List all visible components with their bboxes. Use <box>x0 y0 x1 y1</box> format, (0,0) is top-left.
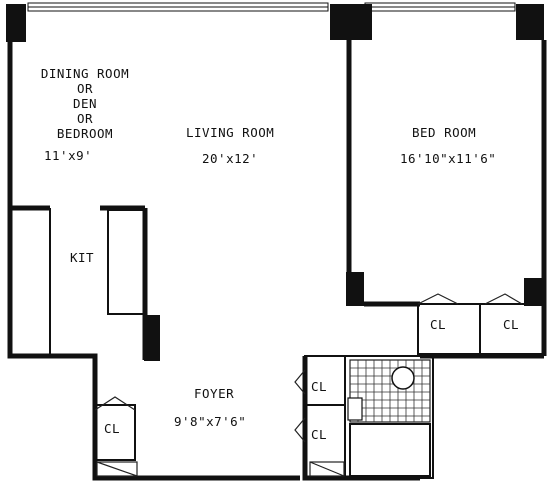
dining-line-5: BEDROOM <box>56 126 114 141</box>
closet-label-bath-2: CL <box>311 427 328 442</box>
foyer-label: FOYER <box>194 386 235 401</box>
dining-room-label: DINING ROOM OR DEN OR BEDROOM <box>30 66 140 141</box>
closet-label-bedroom-2: CL <box>503 317 520 332</box>
bathroom <box>294 355 434 479</box>
kitchen-label: KIT <box>70 250 95 265</box>
bedroom-size: 16'10"x11'6" <box>400 151 497 166</box>
foyer-closet <box>94 396 138 477</box>
column-bedroom-right <box>524 278 544 306</box>
bedroom-label: BED ROOM <box>412 125 477 140</box>
dining-room-size: 11'x9' <box>44 148 93 163</box>
bedroom-closets <box>417 293 545 355</box>
closet-label-bath-1: CL <box>311 379 328 394</box>
column-top-mid <box>330 4 372 40</box>
top-window <box>27 2 516 12</box>
closet-label-bedroom-1: CL <box>430 317 447 332</box>
column-top-right <box>516 4 544 40</box>
foyer-size: 9'8"x7'6" <box>174 414 247 429</box>
living-room-size: 20'x12' <box>202 151 259 166</box>
dining-line-3: DEN <box>72 96 98 111</box>
dining-line-2: OR <box>76 81 94 96</box>
dining-line-4: OR <box>76 111 94 126</box>
kitchen <box>10 205 148 360</box>
column-kitchen <box>144 315 160 361</box>
living-room-label: LIVING ROOM <box>186 125 275 140</box>
closet-label-foyer: CL <box>104 421 121 436</box>
dining-line-1: DINING ROOM <box>40 66 130 81</box>
column-top-left <box>6 4 26 42</box>
